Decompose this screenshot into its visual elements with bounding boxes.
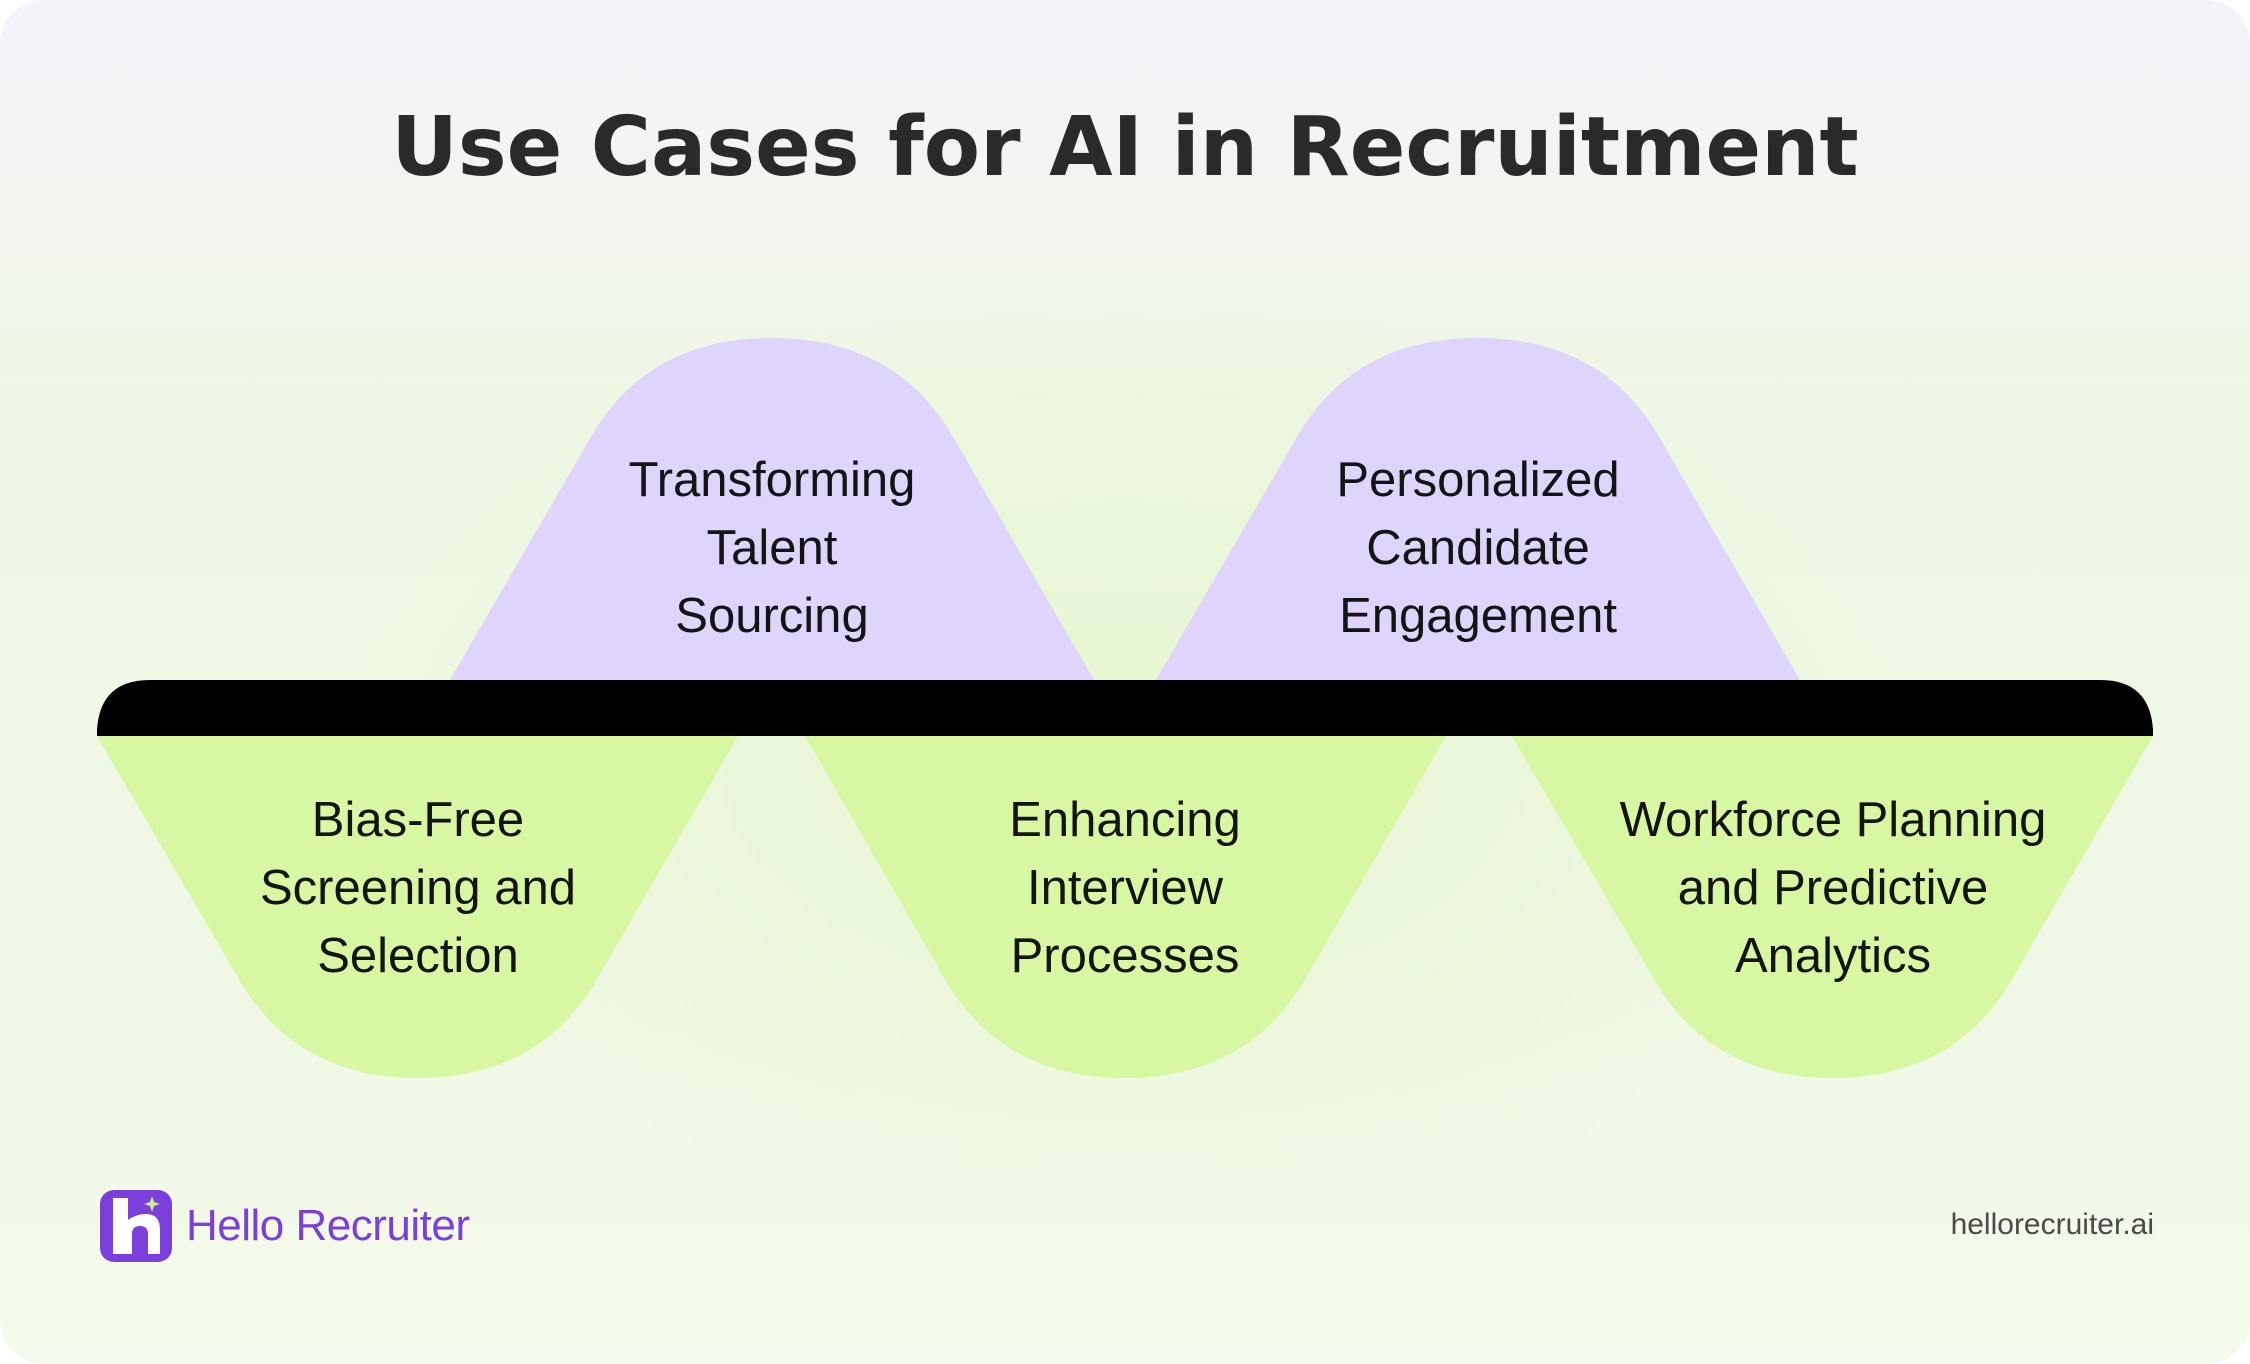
use-case-line: Enhancing	[1009, 793, 1241, 847]
use-case-line: Screening and	[259, 861, 576, 915]
divider-bar	[97, 680, 2153, 736]
use-case-line: Interview	[1026, 861, 1224, 915]
use-case-line: Candidate	[1366, 521, 1590, 575]
use-case-line: Talent	[706, 521, 838, 575]
bottom-shape-screening	[97, 736, 738, 1078]
use-case-workforce-analytics: Workforce Planning and Predictive Analyt…	[1593, 786, 2073, 990]
use-case-talent-sourcing: Transforming Talent Sourcing	[532, 446, 1012, 650]
use-case-line: Analytics	[1734, 929, 1932, 983]
use-case-line: Processes	[1010, 929, 1240, 983]
use-case-line: Personalized	[1336, 453, 1620, 507]
use-case-line: Selection	[317, 929, 519, 983]
brand-logo: Hello Recruiter	[100, 1190, 470, 1262]
bottom-shape-interview	[805, 736, 1446, 1078]
use-case-line: Bias-Free	[311, 793, 525, 847]
use-case-interview-processes: Enhancing Interview Processes	[885, 786, 1365, 990]
bottom-shape-workforce	[1512, 736, 2153, 1078]
hello-recruiter-logo-icon	[100, 1190, 172, 1262]
top-shape-talent-sourcing	[450, 338, 1094, 680]
use-case-line: Engagement	[1339, 589, 1617, 643]
use-case-candidate-engagement: Personalized Candidate Engagement	[1238, 446, 1718, 650]
use-case-line: Workforce Planning	[1619, 793, 2047, 847]
top-shape-candidate-engagement	[1156, 338, 1800, 680]
brand-name: Hello Recruiter	[186, 1201, 470, 1250]
website-url: hellorecruiter.ai	[1950, 1208, 2154, 1241]
use-case-line: Transforming	[628, 453, 916, 507]
use-case-screening-selection: Bias-Free Screening and Selection	[178, 786, 658, 990]
page-title: Use Cases for AI in Recruitment	[391, 100, 1859, 195]
use-case-line: and Predictive	[1677, 861, 1989, 915]
use-case-line: Sourcing	[675, 589, 869, 643]
